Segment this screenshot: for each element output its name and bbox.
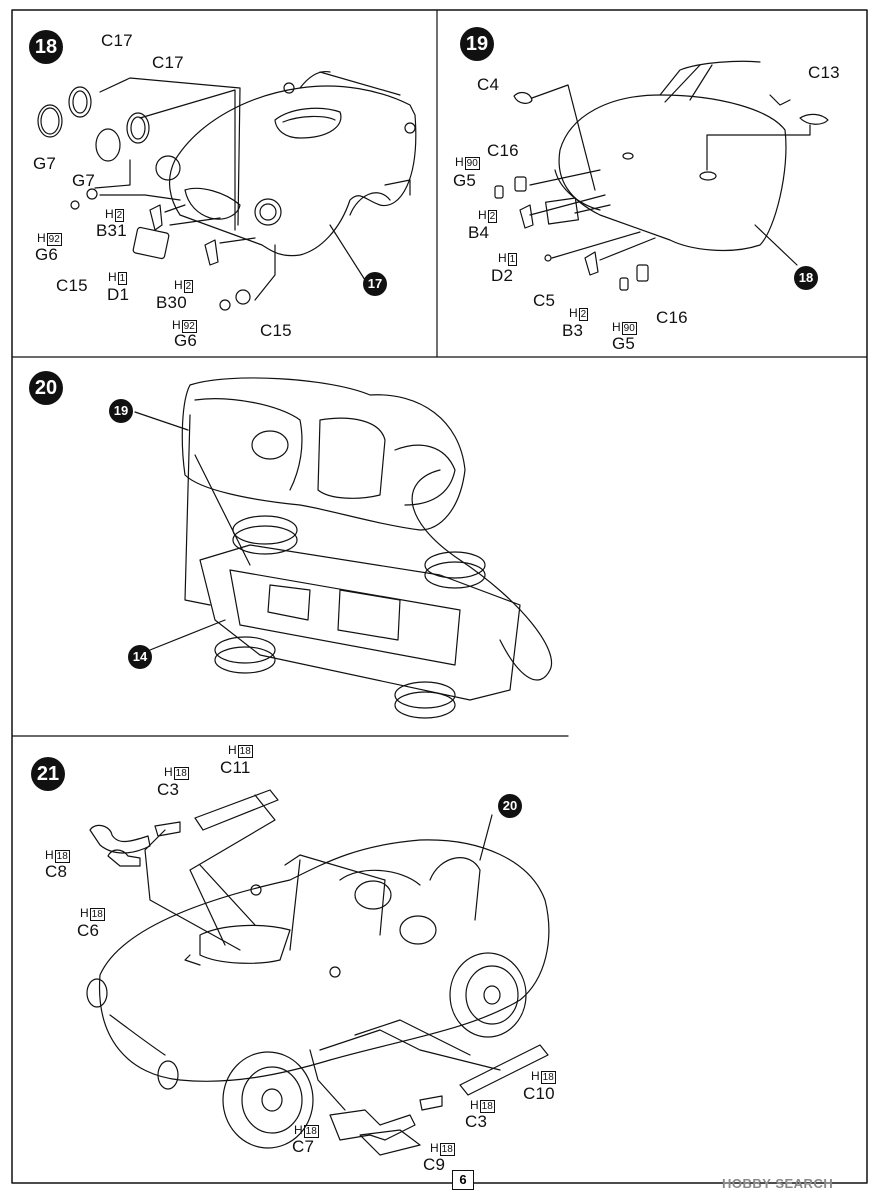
label-g6-a: G6 (35, 245, 59, 264)
step20-drawing (134, 377, 553, 719)
step-21-badge: 21 (31, 757, 65, 791)
label-d2: D2 (491, 266, 514, 285)
label-c10: C10 (523, 1084, 555, 1103)
step21-drawing (86, 789, 550, 1156)
label-c16-a: C16 (487, 141, 519, 160)
label-c15-b: C15 (260, 321, 292, 340)
ref-19: 19 (109, 399, 133, 423)
label-d1: D1 (107, 285, 130, 304)
label-c3-b: C3 (465, 1112, 488, 1131)
ref-14: 14 (128, 645, 152, 669)
label-g6-b: G6 (174, 331, 198, 350)
label-g5-a: G5 (453, 171, 477, 190)
label-c9: C9 (423, 1155, 446, 1174)
page-number: 6 (452, 1170, 474, 1190)
label-c17-b: C17 (152, 53, 184, 72)
ref-20: 20 (498, 794, 522, 818)
label-c8: C8 (45, 862, 68, 881)
page-border (11, 9, 868, 1184)
step-19-badge: 19 (460, 27, 494, 61)
label-g5-b: G5 (612, 334, 636, 353)
ref-18: 18 (794, 266, 818, 290)
label-c17-a: C17 (101, 31, 133, 50)
label-b30: B30 (156, 293, 187, 312)
label-b31: B31 (96, 221, 127, 240)
label-c11: C11 (220, 758, 251, 777)
step-20-badge: 20 (29, 371, 63, 405)
step19-drawing (494, 60, 829, 291)
label-g7-a: G7 (33, 154, 57, 173)
watermark: HOBBY SEARCH (722, 1176, 834, 1191)
label-c4: C4 (477, 75, 500, 94)
label-c16-b: C16 (656, 308, 688, 327)
label-b3: B3 (562, 321, 584, 340)
label-g7-b: G7 (72, 171, 96, 190)
label-c6: C6 (77, 921, 100, 940)
step18-drawing (37, 70, 417, 311)
ref-17: 17 (363, 272, 387, 296)
step-18-badge: 18 (29, 30, 63, 64)
label-c5: C5 (533, 291, 556, 310)
label-c13: C13 (808, 63, 840, 82)
label-b4: B4 (468, 223, 490, 242)
label-c7: C7 (292, 1137, 315, 1156)
label-c15-a: C15 (56, 276, 88, 295)
label-c3-a: C3 (157, 780, 180, 799)
